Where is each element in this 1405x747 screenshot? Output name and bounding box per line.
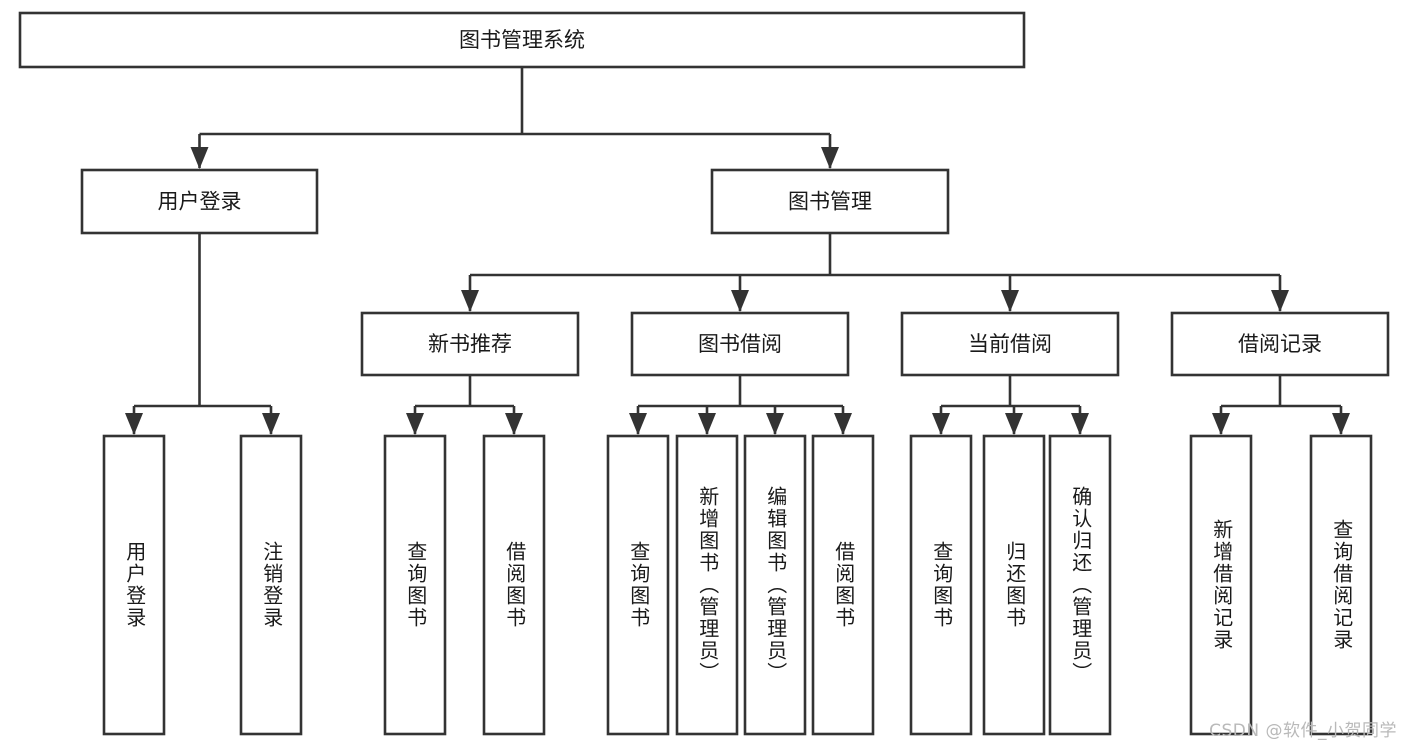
- leaf-box-11[interactable]: [1189, 434, 1253, 736]
- leaf-box-5[interactable]: [675, 434, 739, 736]
- arrow-head-level3-1: [731, 290, 749, 312]
- arrow-head-leaf-0: [125, 413, 143, 435]
- node-level2-label-0: 用户登录: [158, 190, 242, 214]
- arrow-head-leaf-4: [629, 413, 647, 435]
- node-level3-label-2: 当前借阅: [968, 332, 1052, 356]
- leaf-box-12[interactable]: [1309, 434, 1373, 736]
- node-level3-label-3: 借阅记录: [1238, 332, 1322, 356]
- leaf-box-1[interactable]: [239, 434, 303, 736]
- arrow-head-leaf-2: [406, 413, 424, 435]
- leaf-box-6[interactable]: [743, 434, 807, 736]
- arrow-head-level2-0: [190, 147, 209, 169]
- arrow-head-leaf-11: [1212, 413, 1230, 435]
- node-level3-label-1: 图书借阅: [698, 332, 782, 356]
- arrow-head-level2-1: [821, 147, 839, 169]
- arrow-head-leaf-6: [766, 413, 784, 435]
- arrow-head-leaf-9: [1005, 413, 1023, 435]
- leaf-box-3[interactable]: [482, 434, 546, 736]
- watermark: CSDN @软件_小贺同学: [1209, 721, 1397, 741]
- node-level3-label-0: 新书推荐: [428, 332, 512, 356]
- node-level2-box-0[interactable]: [80, 168, 319, 235]
- node-level3-box-3[interactable]: [1170, 311, 1390, 377]
- node-level2-box-1[interactable]: [710, 168, 950, 235]
- leaf-box-4[interactable]: [606, 434, 670, 736]
- node-root-label: 图书管理系统: [459, 28, 585, 52]
- arrow-head-leaf-10: [1071, 413, 1089, 435]
- arrow-head-level3-2: [1001, 290, 1019, 312]
- leaf-box-0[interactable]: [102, 434, 166, 736]
- leaf-box-9[interactable]: [982, 434, 1046, 736]
- arrow-head-leaf-1: [262, 413, 280, 435]
- leaf-box-10[interactable]: [1048, 434, 1112, 736]
- leaf-box-2[interactable]: [383, 434, 447, 736]
- arrow-head-leaf-3: [505, 413, 523, 435]
- node-level2-label-1: 图书管理: [788, 190, 872, 214]
- arrow-head-leaf-7: [834, 413, 852, 435]
- arrow-head-leaf-12: [1332, 413, 1350, 435]
- arrow-head-level3-3: [1271, 290, 1289, 312]
- node-level3-box-2[interactable]: [900, 311, 1120, 377]
- arrow-head-level3-0: [461, 290, 479, 312]
- leaf-box-7[interactable]: [811, 434, 875, 736]
- node-root-box[interactable]: [18, 11, 1026, 69]
- arrow-head-leaf-8: [932, 413, 950, 435]
- node-level3-box-1[interactable]: [630, 311, 850, 377]
- boxes-layer: [18, 11, 1390, 736]
- arrow-head-leaf-5: [698, 413, 716, 435]
- node-level3-box-0[interactable]: [360, 311, 580, 377]
- connectors-layer: [125, 67, 1350, 435]
- leaf-box-8[interactable]: [909, 434, 973, 736]
